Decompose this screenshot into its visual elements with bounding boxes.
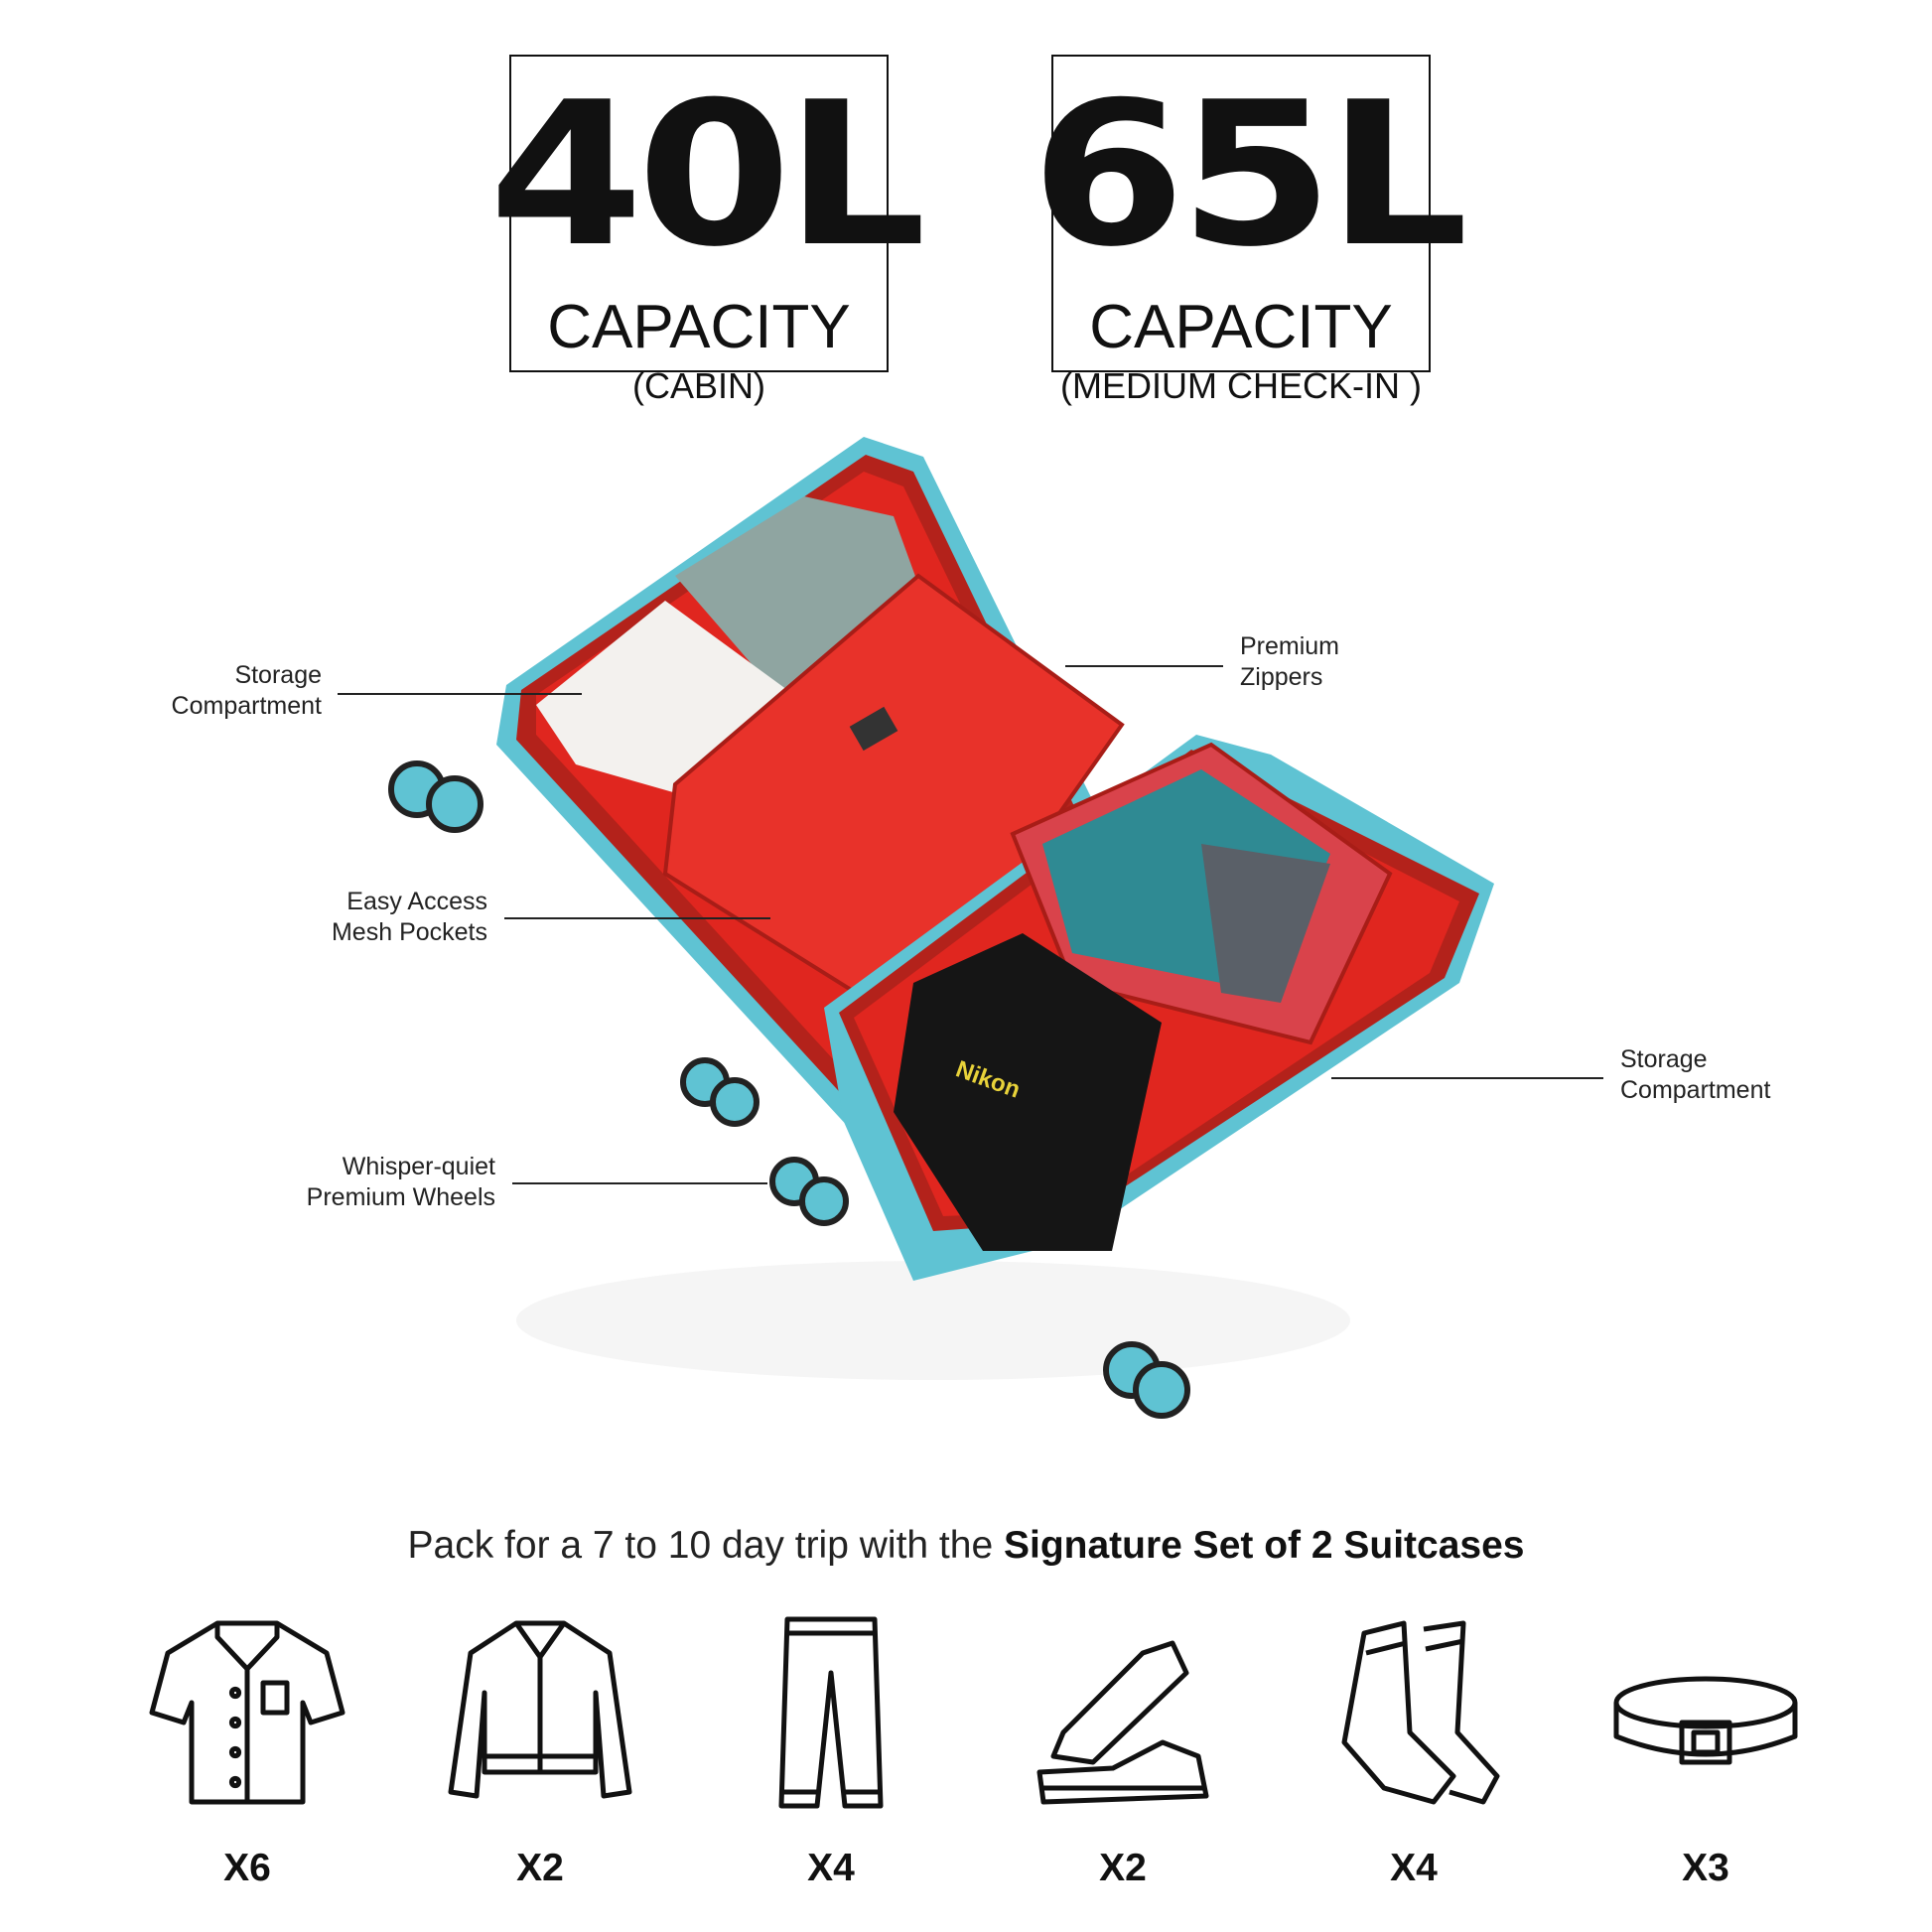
callout-text: Mesh Pockets (331, 918, 487, 946)
callout-text: Storage (1620, 1045, 1708, 1073)
capacity-card-medium: 65L CAPACITY (MEDIUM CHECK-IN ) (1031, 55, 1468, 406)
packing-count: X2 (1099, 1847, 1147, 1889)
callout-line (512, 1182, 767, 1184)
tagline: Pack for a 7 to 10 day trip with the Sig… (0, 1524, 1932, 1568)
capacity-label: CAPACITY (547, 293, 851, 361)
packing-count: X4 (1390, 1847, 1438, 1889)
packing-item-belts: X3 (1596, 1613, 1815, 1890)
callout-storage-right: Storage Compartment (1620, 1044, 1770, 1106)
tagline-bold: Signature Set of 2 Suitcases (1003, 1524, 1525, 1567)
packing-count: X2 (516, 1847, 564, 1889)
capacity-sub: (MEDIUM CHECK-IN ) (1060, 365, 1422, 406)
capacity-label: CAPACITY (1089, 293, 1393, 361)
open-suitcase-image: Nikon (388, 437, 1494, 1419)
capacity-volume: 65L (1031, 60, 1468, 291)
belt-icon (1613, 1676, 1798, 1765)
packing-item-sneakers: X2 (1014, 1613, 1232, 1890)
socks-icon (1341, 1620, 1500, 1805)
callout-line (1065, 665, 1223, 667)
sneakers-icon (1036, 1640, 1209, 1805)
jacket-icon (448, 1620, 632, 1799)
callout-line (338, 693, 582, 695)
callout-premium-zippers: Premium Zippers (1240, 631, 1339, 693)
callout-storage-left: Storage Compartment (172, 660, 322, 722)
callout-text: Whisper-quiet (342, 1153, 495, 1180)
callout-text: Zippers (1240, 663, 1323, 691)
packing-item-socks: X4 (1305, 1613, 1523, 1890)
packing-item-shirts: X6 (138, 1613, 356, 1890)
packing-count: X6 (223, 1847, 271, 1889)
callout-text: Premium Wheels (306, 1183, 495, 1211)
callout-text: Compartment (1620, 1076, 1771, 1104)
shirt-icon (149, 1620, 345, 1805)
tagline-prefix: Pack for a 7 to 10 day trip with the (407, 1524, 1004, 1567)
packing-item-jackets: X2 (431, 1613, 649, 1890)
callout-line (504, 917, 770, 919)
callout-text: Compartment (171, 692, 322, 720)
callout-mesh-pockets: Easy Access Mesh Pockets (332, 887, 487, 948)
pants-icon (778, 1616, 884, 1809)
callout-wheels: Whisper-quiet Premium Wheels (307, 1152, 495, 1213)
packing-count: X3 (1682, 1847, 1729, 1889)
packing-item-pants: X4 (722, 1613, 940, 1890)
packing-count: X4 (807, 1847, 855, 1889)
callout-line (1331, 1077, 1603, 1079)
callout-text: Premium (1240, 632, 1340, 660)
capacity-card-cabin: 40L CAPACITY (CABIN) (488, 55, 926, 406)
capacity-sub: (CABIN) (632, 365, 765, 406)
capacity-volume: 40L (488, 60, 926, 291)
callout-text: Easy Access (346, 888, 487, 915)
callout-text: Storage (234, 661, 322, 689)
